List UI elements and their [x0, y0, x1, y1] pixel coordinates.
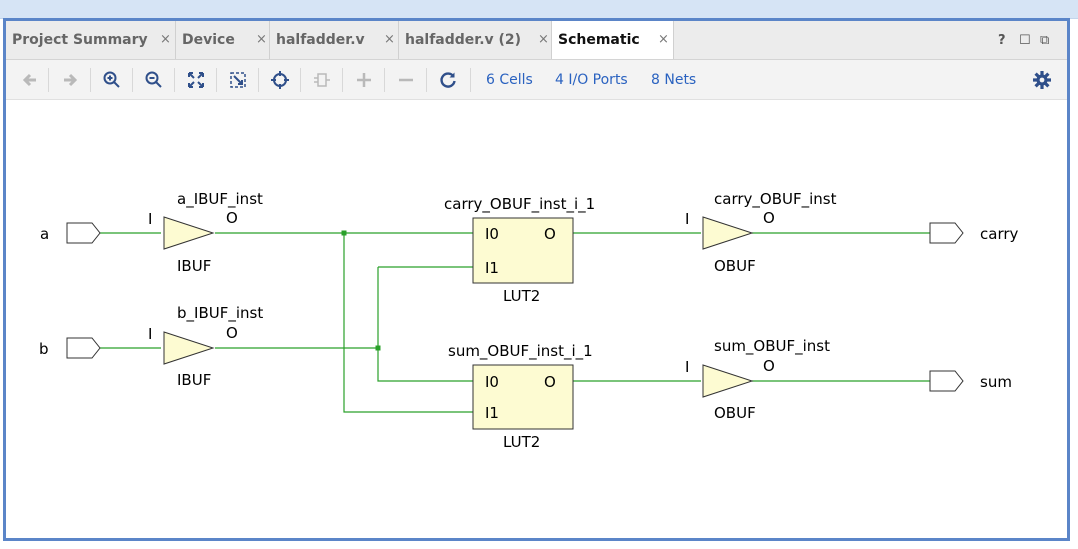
junction-dot: [341, 230, 347, 236]
obuf-carry-pin-in: I: [685, 210, 689, 228]
toolbar-separator: [216, 68, 217, 92]
obuf-carry-symbol[interactable]: [702, 216, 754, 250]
tab-label: Device: [182, 32, 235, 48]
remove-icon[interactable]: [396, 70, 416, 90]
close-icon[interactable]: ×: [658, 32, 669, 47]
lut-sum-pin-i1: I1: [485, 404, 499, 422]
obuf-carry-type: OBUF: [714, 257, 756, 275]
obuf-carry-pin-out: O: [763, 209, 775, 227]
close-icon[interactable]: ×: [256, 32, 267, 47]
schematic-toolbar: 6 Cells 4 I/O Ports 8 Nets: [6, 60, 1067, 100]
tab-label: halfadder.v (2): [405, 32, 522, 48]
back-icon[interactable]: [20, 70, 40, 90]
tab-device[interactable]: Device ×: [176, 21, 270, 59]
toolbar-separator: [342, 68, 343, 92]
lut-sum-pin-i0: I0: [485, 373, 499, 391]
toolbar-separator: [48, 68, 49, 92]
close-icon[interactable]: ×: [160, 32, 171, 47]
toolbar-separator: [470, 68, 471, 92]
nets: [100, 232, 930, 413]
obuf-sum-symbol[interactable]: [702, 364, 754, 398]
lut-sum-type: LUT2: [503, 433, 540, 451]
toolbar-separator: [174, 68, 175, 92]
junction-dot: [375, 345, 381, 351]
toolbar-separator: [90, 68, 91, 92]
lut-sum-block[interactable]: [472, 364, 574, 430]
ibuf-a-type: IBUF: [177, 257, 211, 275]
ibuf-b-pin-out: O: [226, 324, 238, 342]
tab-bar: Project Summary × Device × halfadder.v ×…: [6, 21, 1067, 60]
gear-icon[interactable]: [1032, 70, 1052, 90]
obuf-sum-pin-out: O: [763, 357, 775, 375]
maximize-icon[interactable]: ☐: [1019, 33, 1031, 48]
ibuf-b-pin-in: I: [148, 325, 152, 343]
input-port-a[interactable]: [66, 222, 101, 244]
nets-link[interactable]: 8 Nets: [651, 72, 697, 88]
tab-halfadder-v[interactable]: halfadder.v ×: [270, 21, 399, 59]
zoom-area-icon[interactable]: [228, 70, 248, 90]
port-label-sum: sum: [980, 373, 1012, 391]
obuf-sum-pin-in: I: [685, 358, 689, 376]
toolbar-separator: [300, 68, 301, 92]
output-port-sum[interactable]: [929, 370, 964, 392]
toolbar-separator: [426, 68, 427, 92]
net-a-to-sum-i1[interactable]: [343, 233, 473, 413]
obuf-sum-type: OBUF: [714, 404, 756, 422]
window-top-band: [0, 0, 1078, 19]
lut-carry-type: LUT2: [503, 287, 540, 305]
tab-halfadder-v-2[interactable]: halfadder.v (2) ×: [399, 21, 552, 59]
input-port-b[interactable]: [66, 337, 101, 359]
port-label-carry: carry: [980, 225, 1019, 243]
close-icon[interactable]: ×: [538, 32, 549, 47]
tab-label: halfadder.v: [276, 32, 365, 48]
lut-carry-name: carry_OBUF_inst_i_1: [444, 195, 595, 214]
add-icon[interactable]: [354, 70, 374, 90]
lut-sum-pin-o: O: [544, 373, 556, 391]
io-ports-link[interactable]: 4 I/O Ports: [555, 72, 628, 88]
help-icon[interactable]: ?: [998, 33, 1006, 48]
obuf-sum-name: sum_OBUF_inst: [714, 337, 830, 356]
target-icon[interactable]: [270, 70, 290, 90]
ibuf-a-pin-out: O: [226, 209, 238, 227]
toolbar-separator: [258, 68, 259, 92]
cells-link[interactable]: 6 Cells: [486, 72, 533, 88]
ibuf-b-type: IBUF: [177, 371, 211, 389]
collapse-icon[interactable]: [312, 70, 332, 90]
tab-project-summary[interactable]: Project Summary ×: [6, 21, 176, 59]
ibuf-b-name: b_IBUF_inst: [177, 304, 263, 323]
tab-schematic[interactable]: Schematic ×: [552, 21, 674, 59]
obuf-carry-name: carry_OBUF_inst: [714, 190, 837, 209]
lut-carry-pin-i0: I0: [485, 225, 499, 243]
toolbar-separator: [384, 68, 385, 92]
net-b-branch[interactable]: [377, 267, 473, 382]
float-window-icon[interactable]: ⧉: [1040, 33, 1050, 48]
lut-sum-name: sum_OBUF_inst_i_1: [448, 342, 593, 361]
schematic-diagram: a b a_IBUF_inst I O IBUF b_IBUF_inst I O…: [39, 190, 1019, 451]
tab-label: Schematic: [558, 32, 640, 48]
lut-carry-pin-i1: I1: [485, 259, 499, 277]
ibuf-a-symbol[interactable]: [163, 216, 215, 250]
tab-label: Project Summary: [12, 32, 148, 48]
refresh-icon[interactable]: [438, 70, 458, 90]
forward-icon[interactable]: [60, 70, 80, 90]
port-label-b: b: [39, 340, 49, 358]
lut-carry-pin-o: O: [544, 225, 556, 243]
schematic-canvas[interactable]: a b a_IBUF_inst I O IBUF b_IBUF_inst I O…: [6, 100, 1067, 538]
schematic-window: Project Summary × Device × halfadder.v ×…: [3, 18, 1070, 541]
ibuf-a-name: a_IBUF_inst: [177, 190, 263, 209]
port-label-a: a: [40, 225, 49, 243]
toolbar-separator: [132, 68, 133, 92]
output-port-carry[interactable]: [929, 222, 964, 244]
zoom-out-icon[interactable]: [144, 70, 164, 90]
close-icon[interactable]: ×: [384, 32, 395, 47]
zoom-in-icon[interactable]: [102, 70, 122, 90]
ibuf-a-pin-in: I: [148, 210, 152, 228]
ibuf-b-symbol[interactable]: [163, 331, 215, 365]
lut-carry-block[interactable]: [472, 217, 574, 284]
fit-icon[interactable]: [186, 70, 206, 90]
